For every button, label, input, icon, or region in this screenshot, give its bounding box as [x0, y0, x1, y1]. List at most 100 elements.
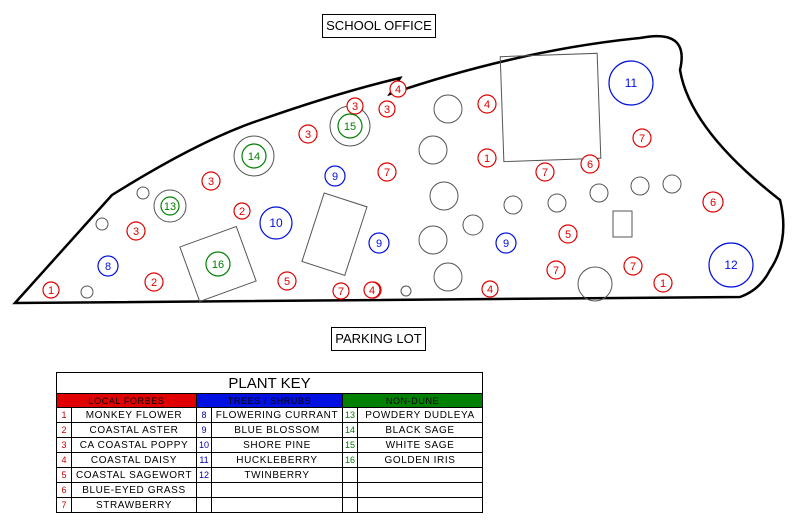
- ring-plant: [577, 266, 613, 302]
- ring-plant: [662, 174, 682, 194]
- key-number: 10: [196, 437, 212, 453]
- key-plant-name: SHORE PINE: [211, 437, 343, 453]
- plant-marker-number: 7: [630, 261, 636, 273]
- ring-plant: [433, 94, 463, 124]
- key-plant-name: [357, 497, 483, 513]
- plant-marker-circle: [653, 273, 673, 293]
- plant-marker-circle: [558, 224, 578, 244]
- plant-marker-number: 4: [369, 285, 375, 297]
- header-local-forbes: LOCAL FORBES: [56, 393, 197, 408]
- plant-marker-number: 4: [484, 99, 490, 111]
- key-number: 7: [56, 497, 72, 513]
- plant-marker-number: 6: [587, 159, 593, 171]
- plant-marker-circle: [368, 232, 390, 254]
- plant-marker-circle: [241, 143, 267, 169]
- plant-marker-number: 14: [248, 151, 260, 163]
- plant-marker-circle: [708, 242, 754, 288]
- key-number: 9: [196, 422, 212, 438]
- plant-marker-number: 3: [352, 101, 358, 113]
- key-plant-name: BLACK SAGE: [357, 422, 483, 438]
- key-number: 6: [56, 482, 72, 498]
- ring-plant: [418, 225, 448, 255]
- plant-marker-number: 1: [48, 285, 54, 297]
- plant-marker-circle: [346, 97, 364, 115]
- plant-marker-number: 9: [376, 238, 382, 250]
- plant-marker-number: 7: [338, 286, 344, 298]
- key-number: 15: [342, 437, 358, 453]
- key-number: 1: [56, 407, 72, 423]
- ring-plant: [503, 195, 523, 215]
- key-number: 3: [56, 437, 72, 453]
- plant-marker-circle: [324, 165, 346, 187]
- garden-boundary: [12, 34, 785, 305]
- plant-marker-number: 15: [344, 121, 356, 133]
- plant-marker-number: 7: [553, 265, 559, 277]
- plant-marker-number: 16: [212, 259, 224, 271]
- plant-marker-circle: [332, 282, 350, 300]
- ring-plant: [153, 189, 187, 223]
- ring-plant: [136, 186, 150, 200]
- school-office-label: SCHOOL OFFICE: [322, 14, 436, 38]
- plant-marker-number: 9: [503, 238, 509, 250]
- key-plant-name: HUCKLEBERRY: [211, 452, 343, 468]
- plant-marker-number: 3: [305, 129, 311, 141]
- plant-marker-circle: [97, 255, 119, 277]
- key-plant-name: POWDERY DUDLEYA: [357, 407, 483, 423]
- plant-marker-number: 3: [384, 104, 390, 116]
- plant-marker-circle: [580, 154, 600, 174]
- key-number: 2: [56, 422, 72, 438]
- plant-marker-circle: [277, 271, 297, 291]
- plant-marker-number: 9: [332, 171, 338, 183]
- key-number: 11: [196, 452, 212, 468]
- plant-marker-circle: [144, 272, 164, 292]
- plant-marker-number: 13: [164, 201, 176, 213]
- plant-marker-circle: [623, 256, 643, 276]
- plant-key-title: PLANT KEY: [56, 372, 483, 394]
- key-number: 16: [342, 452, 358, 468]
- key-plant-name: GOLDEN IRIS: [357, 452, 483, 468]
- ring-plant: [589, 183, 609, 203]
- key-plant-name: COASTAL SAGEWORT: [71, 467, 197, 483]
- key-plant-name: [211, 497, 343, 513]
- plant-marker-number: 1: [660, 278, 666, 290]
- plant-marker-circle: [702, 191, 724, 213]
- key-number: [342, 467, 358, 483]
- key-plant-name: [357, 467, 483, 483]
- plant-key: PLANT KEY LOCAL FORBES TREES / SHRUBS NO…: [56, 372, 483, 513]
- plant-marker-number: 4: [395, 84, 401, 96]
- key-number: [342, 482, 358, 498]
- key-number: 8: [196, 407, 212, 423]
- key-plant-name: CA COASTAL POPPY: [71, 437, 197, 453]
- plant-marker-circle: [389, 80, 407, 98]
- plant-marker-circle: [632, 128, 652, 148]
- key-plant-name: TWINBERRY: [211, 467, 343, 483]
- plant-marker-circle: [233, 202, 251, 220]
- site-plan: 1233323345747414765777164810999111213141…: [12, 34, 785, 305]
- plant-marker-number: 2: [151, 277, 157, 289]
- header-non-dune: NON-DUNE: [342, 393, 483, 408]
- plant-marker-number: 7: [542, 167, 548, 179]
- header-trees-shrubs: TREES / SHRUBS: [196, 393, 343, 408]
- key-number: 12: [196, 467, 212, 483]
- plant-marker-number: 4: [487, 284, 493, 296]
- plant-marker-circle: [298, 124, 318, 144]
- plant-marker-circle: [126, 221, 146, 241]
- plant-marker-circle: [378, 100, 396, 118]
- plant-marker-number: 5: [284, 276, 290, 288]
- ring-plant: [547, 193, 567, 213]
- plant-marker-circle: [201, 171, 221, 191]
- ring-plant: [429, 181, 459, 211]
- key-number: 5: [56, 467, 72, 483]
- plant-marker-circle: [608, 60, 654, 106]
- key-plant-name: BLUE BLOSSOM: [211, 422, 343, 438]
- plant-marker-circle: [377, 162, 397, 182]
- key-plant-name: BLUE-EYED GRASS: [71, 482, 197, 498]
- plant-marker-circle: [477, 148, 497, 168]
- plant-marker-circle: [205, 251, 231, 277]
- plant-marker-circle: [481, 280, 499, 298]
